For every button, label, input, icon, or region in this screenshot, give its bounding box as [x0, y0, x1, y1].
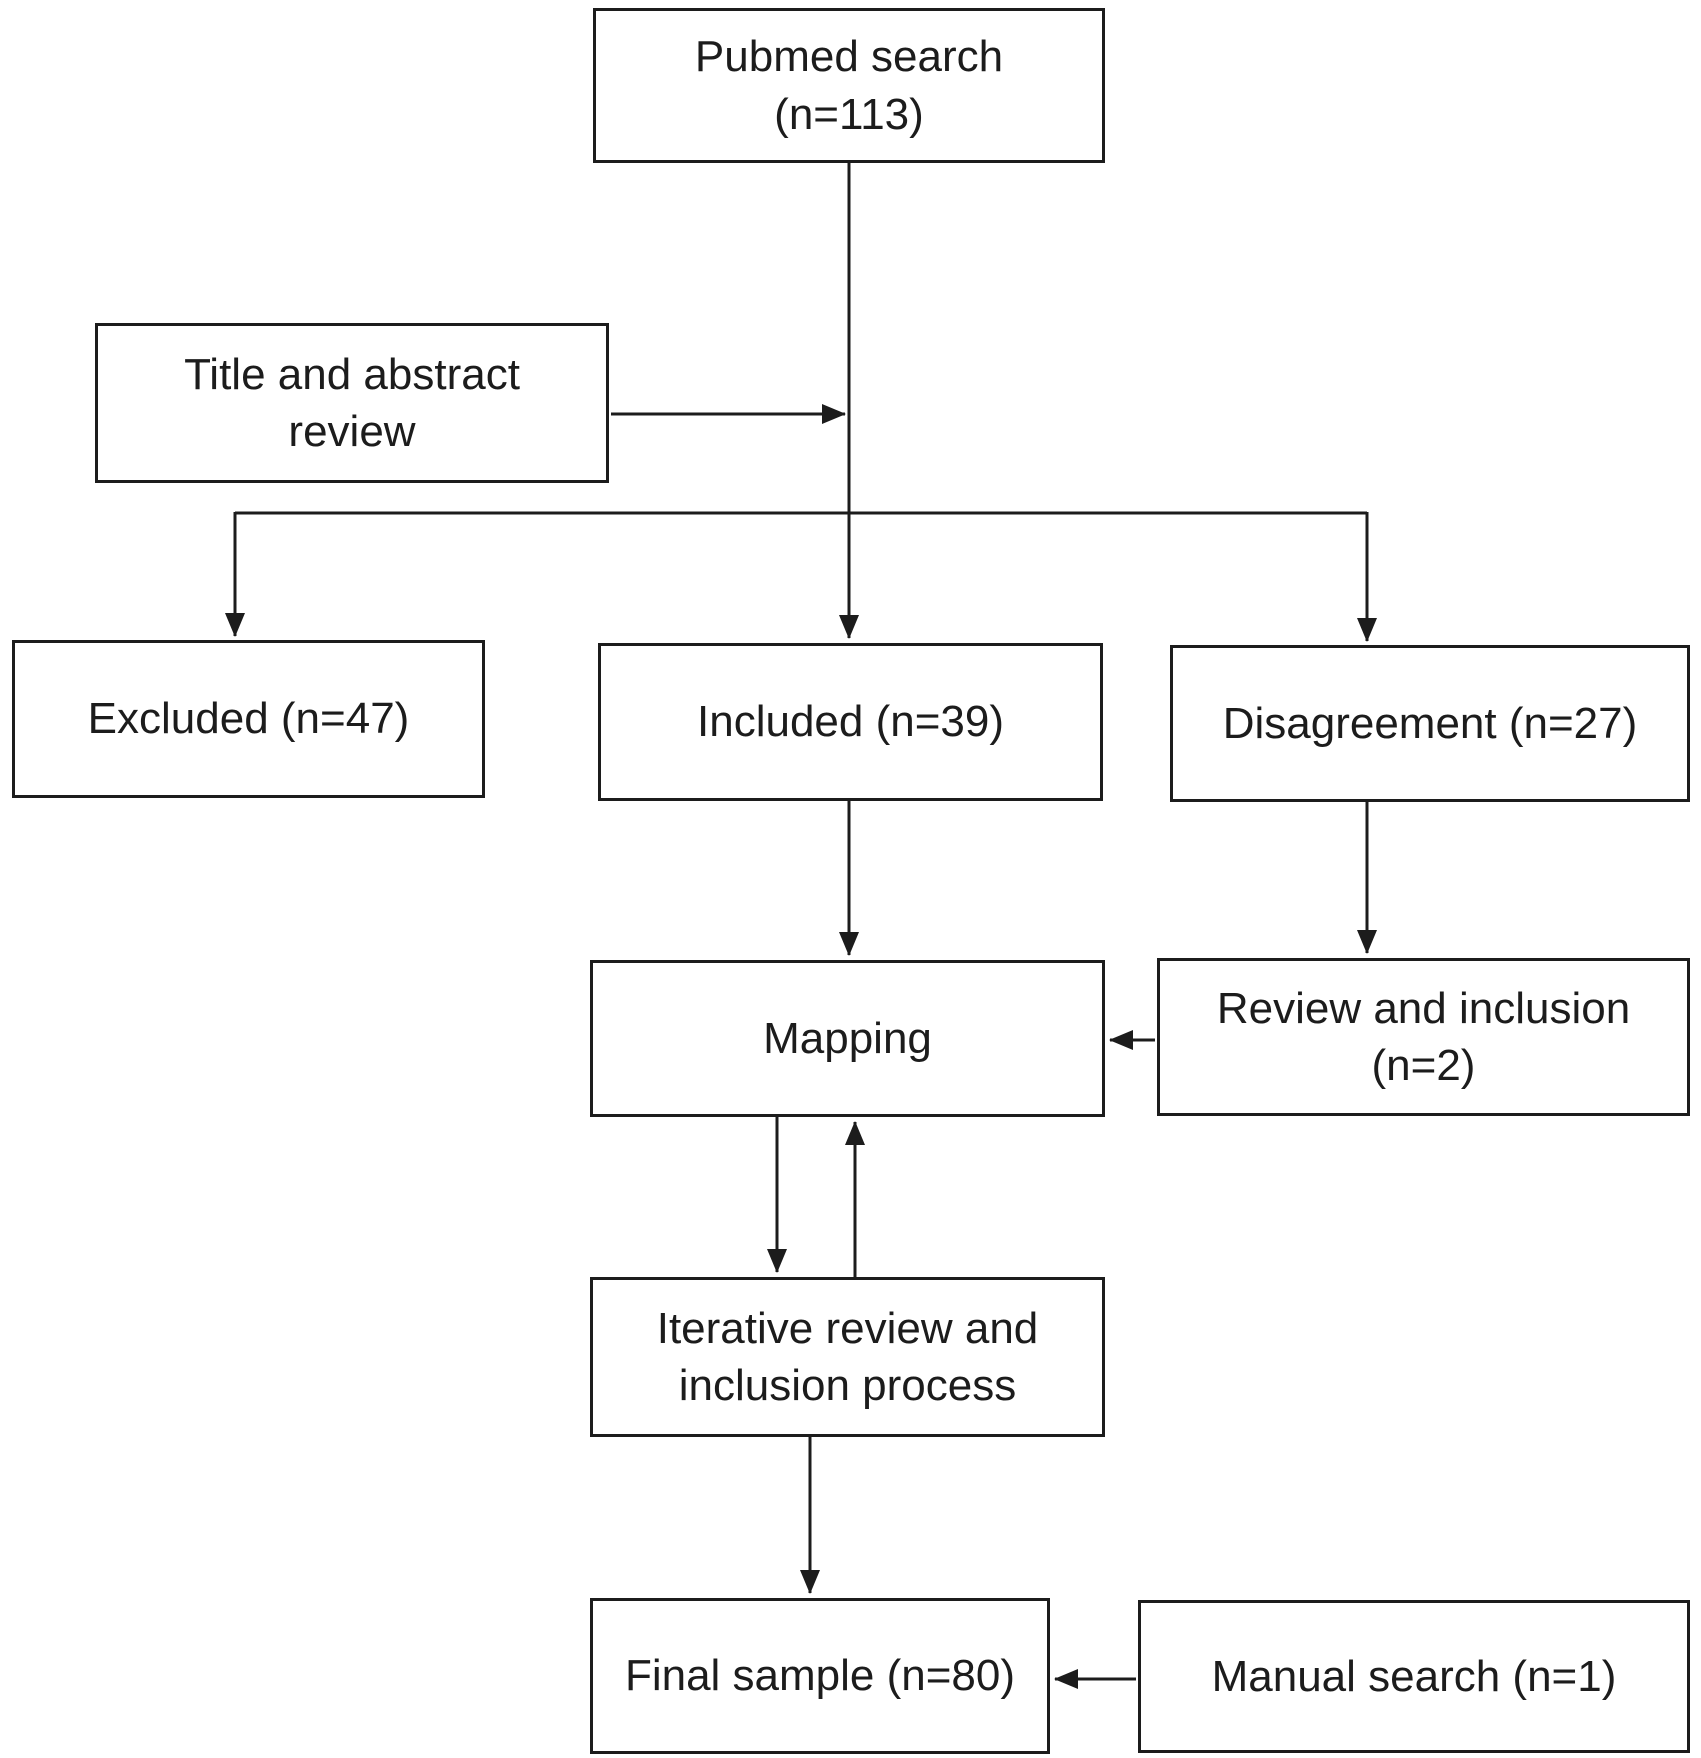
- node-iterative-review: Iterative review and inclusion process: [590, 1277, 1105, 1437]
- node-review-inclusion: Review and inclusion (n=2): [1157, 958, 1690, 1116]
- node-pubmed-search: Pubmed search (n=113): [593, 8, 1105, 163]
- node-included: Included (n=39): [598, 643, 1103, 801]
- node-title-abstract-review: Title and abstract review: [95, 323, 609, 483]
- node-excluded: Excluded (n=47): [12, 640, 485, 798]
- node-final-sample: Final sample (n=80): [590, 1598, 1050, 1754]
- node-disagreement: Disagreement (n=27): [1170, 645, 1690, 802]
- node-manual-search: Manual search (n=1): [1138, 1600, 1690, 1753]
- node-mapping: Mapping: [590, 960, 1105, 1117]
